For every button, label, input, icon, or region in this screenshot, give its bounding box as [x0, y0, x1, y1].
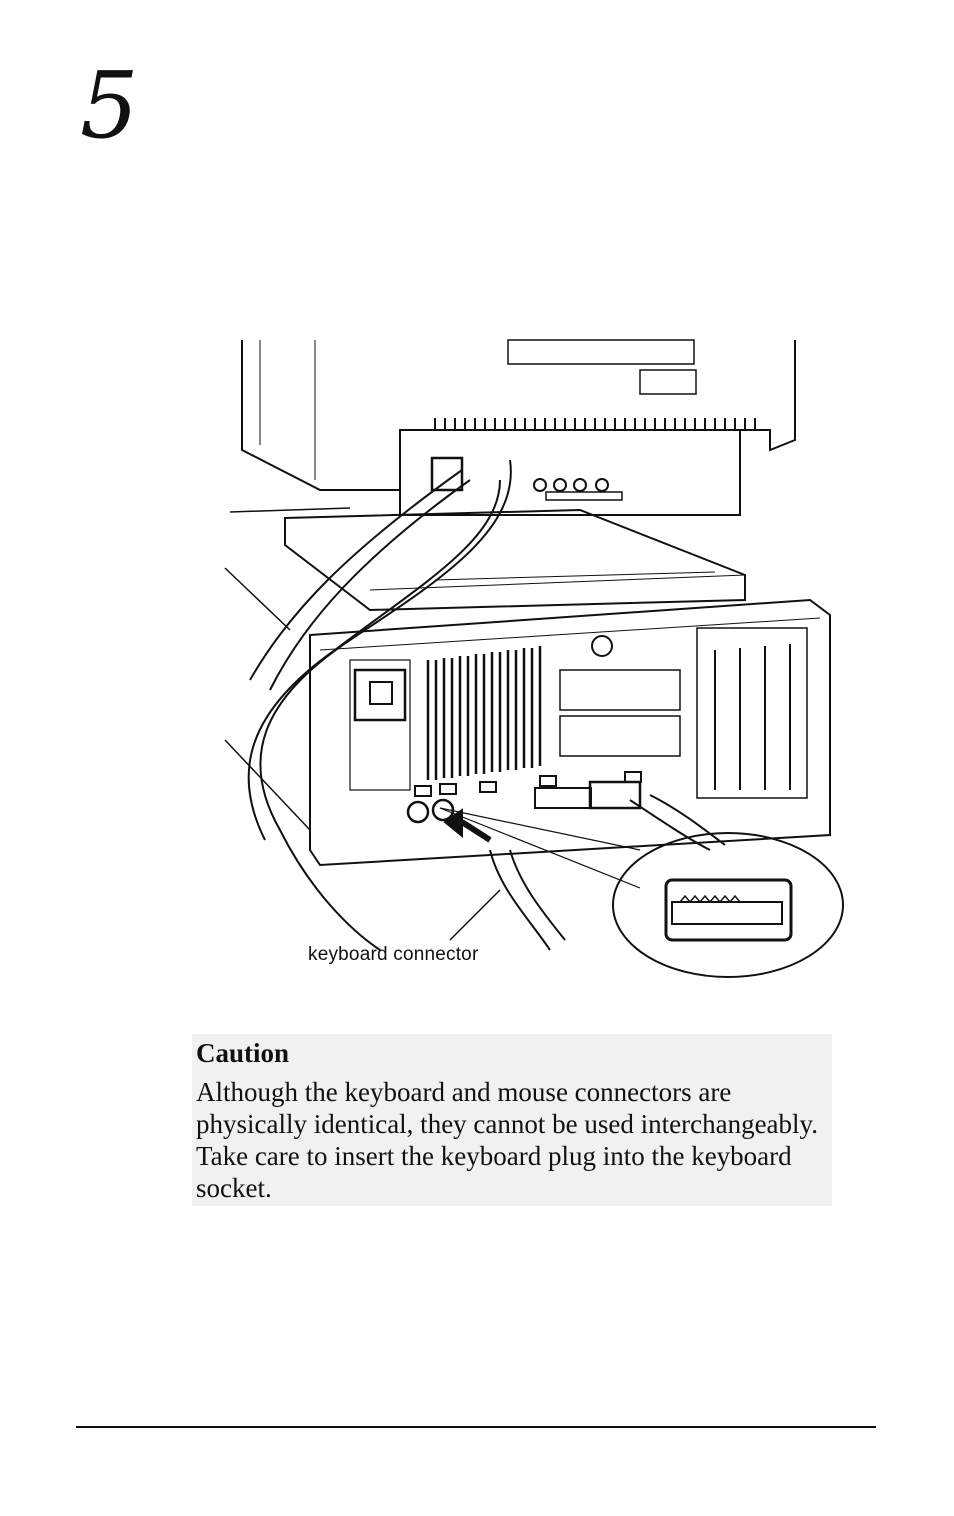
caution-box: Caution Although the keyboard and mouse …: [192, 1034, 832, 1206]
keyboard-connector-label: keyboard connector: [308, 944, 479, 965]
keyboard-connector-illustration: [200, 330, 860, 990]
caution-text: Although the keyboard and mouse connecto…: [196, 1077, 819, 1203]
caution-title: Caution: [196, 1038, 290, 1068]
step-number: 5: [80, 52, 139, 159]
page-footer-rule: [76, 1426, 876, 1428]
